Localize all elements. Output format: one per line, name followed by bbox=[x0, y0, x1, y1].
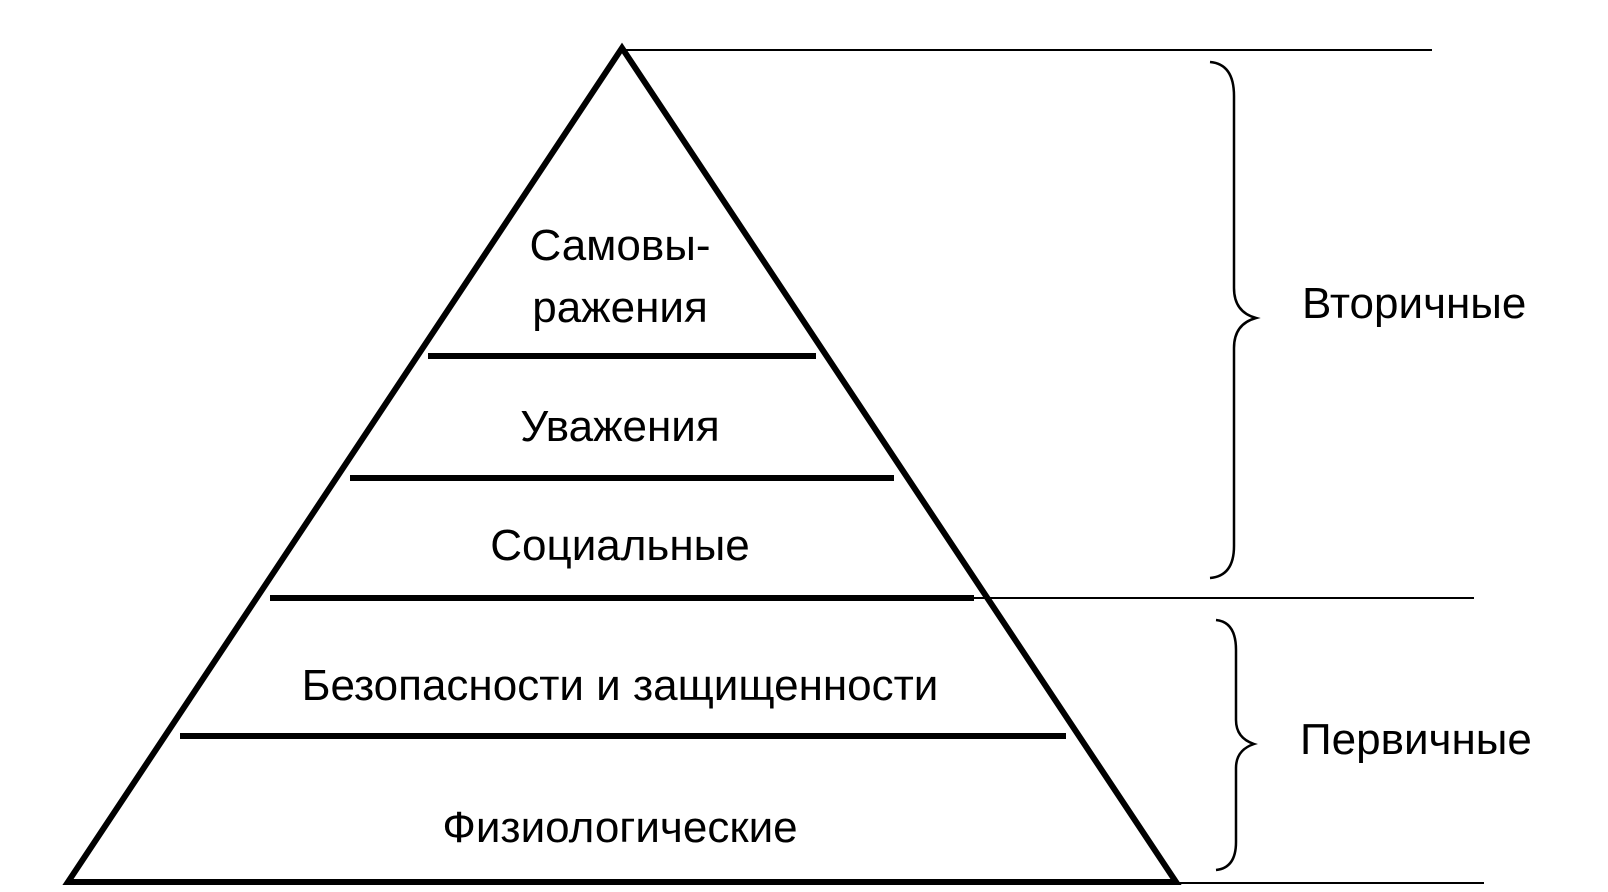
level-label-self-expression-line-1: Самовы- bbox=[529, 221, 710, 270]
level-label-safety: Безопасности и защищенности bbox=[302, 661, 939, 710]
group-label-primary: Первичные bbox=[1300, 715, 1532, 764]
level-label-esteem: Уважения bbox=[520, 402, 719, 451]
level-label-social: Социальные bbox=[490, 521, 750, 570]
level-label-physiological: Физиологические bbox=[442, 803, 797, 852]
primary-brace bbox=[1215, 618, 1258, 872]
group-label-secondary: Вторичные bbox=[1302, 279, 1526, 328]
secondary-brace bbox=[1209, 60, 1261, 580]
pyramid-outline bbox=[62, 42, 1182, 885]
level-label-self-expression-line-2: ражения bbox=[532, 283, 708, 332]
